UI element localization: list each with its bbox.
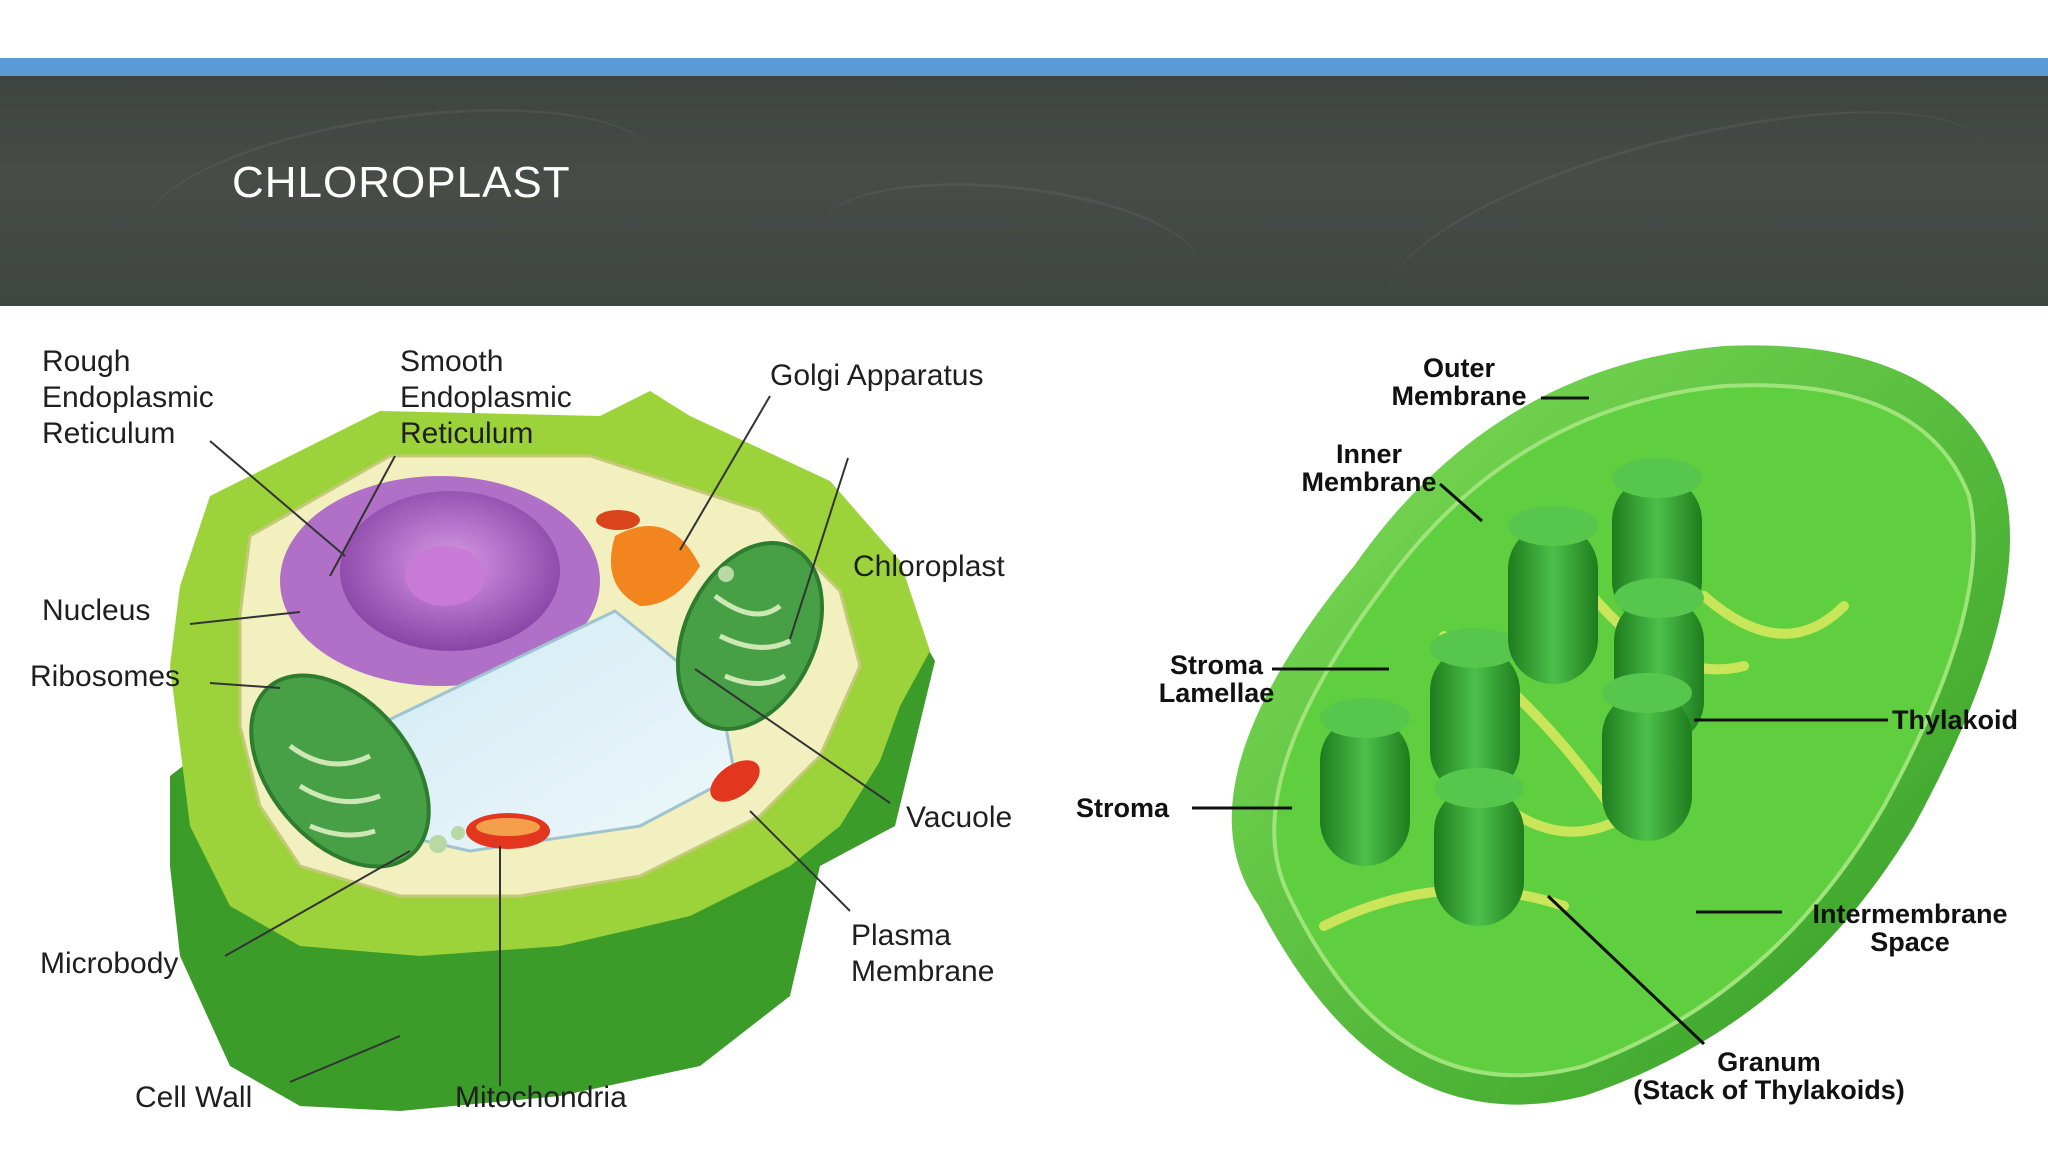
chloroplast-structure-diagram: Outer Membrane Inner Membrane Stroma Lam…	[1024, 306, 2048, 1152]
label-nucleus: Nucleus	[42, 594, 151, 627]
chloroplast-thylakoid-lines	[713, 593, 792, 686]
chloroplast-thylakoid-lines-left	[288, 743, 381, 838]
label-rough-er: Rough Endoplasmic Reticulum	[42, 345, 214, 450]
mitochondrion-inner-bottom	[476, 818, 540, 836]
label-cell-wall: Cell Wall	[135, 1081, 253, 1114]
label-plasma-membrane: Plasma Membrane	[851, 919, 995, 988]
title-band: CHLOROPLAST	[0, 76, 2048, 306]
microbody-shape	[429, 835, 447, 853]
microbody-shape	[718, 566, 734, 582]
leader-lines	[189, 395, 891, 1086]
plant-cell-diagram: Rough Endoplasmic Reticulum Smooth Endop…	[0, 306, 1024, 1152]
microbody-shape	[451, 826, 465, 840]
slide-title: CHLOROPLAST	[232, 158, 571, 207]
label-mitochondria: Mitochondria	[455, 1081, 627, 1114]
nucleolus-shape	[405, 546, 485, 606]
chloroplast-illustration	[1192, 345, 2010, 1105]
accent-bar	[0, 58, 2048, 76]
label-golgi-apparatus: Golgi Apparatus	[770, 359, 984, 392]
label-intermembrane-space: Intermembrane Space	[1812, 899, 2008, 957]
label-ribosomes: Ribosomes	[30, 660, 181, 693]
golgi-vesicle-shape	[596, 510, 640, 530]
mitochondrion-shape-right	[710, 760, 760, 802]
label-microbody: Microbody	[40, 947, 179, 980]
label-thylakoid: Thylakoid	[1892, 705, 2019, 735]
label-smooth-er: Smooth Endoplasmic Reticulum	[400, 345, 572, 450]
label-stroma-lamellae: Stroma Lamellae	[1158, 650, 1275, 708]
golgi-shape	[610, 526, 700, 606]
label-chloroplast: Chloroplast	[853, 550, 1005, 583]
label-vacuole: Vacuole	[906, 801, 1013, 834]
plant-cell-illustration	[170, 391, 935, 1111]
label-stroma: Stroma	[1076, 793, 1170, 823]
label-outer-membrane: Outer Membrane	[1391, 353, 1527, 411]
leader-lines	[1192, 396, 1888, 1046]
label-granum: Granum (Stack of Thylakoids)	[1633, 1047, 1905, 1105]
grana-stacks	[1320, 458, 1704, 926]
label-inner-membrane: Inner Membrane	[1301, 439, 1437, 497]
